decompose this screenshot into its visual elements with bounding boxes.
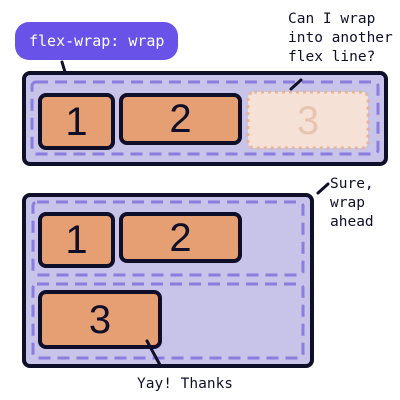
top-item-3-ghost-label: 3 <box>296 99 320 143</box>
bottom-flex-item-1 <box>38 212 115 268</box>
answer-line-2: wrap <box>330 195 365 211</box>
answer-line-1: Sure, <box>330 176 374 192</box>
question-line-3: flex line? <box>288 49 376 65</box>
bottom-flex-item-3 <box>38 290 162 349</box>
pill-leader-line <box>60 60 67 74</box>
top-flex-item-3-ghost <box>246 90 370 150</box>
question-callout-line <box>289 78 303 91</box>
bottom-item-1-label: 1 <box>65 218 88 262</box>
question-line-1: Can I wrap <box>288 11 376 27</box>
flex-wrap-label: flex-wrap: wrap <box>15 22 179 60</box>
bottom-item-3-label: 3 <box>88 298 112 342</box>
top-flex-line <box>30 80 380 156</box>
question-note: Can I wrap into another flex line? <box>288 10 393 67</box>
bottom-item-2-label: 2 <box>169 216 192 260</box>
thanks-callout-line <box>145 339 162 367</box>
top-flex-item-2 <box>119 93 242 145</box>
answer-line-3: ahead <box>330 214 374 230</box>
bottom-flex-item-2 <box>119 212 242 263</box>
answer-callout-line <box>316 182 330 195</box>
top-flex-item-1 <box>38 93 115 150</box>
question-line-2: into another <box>288 30 393 46</box>
answer-note: Sure, wrap ahead <box>330 175 374 232</box>
top-item-1-label: 1 <box>65 100 88 144</box>
thanks-note: Yay! Thanks <box>137 376 234 392</box>
top-item-2-label: 2 <box>169 97 192 141</box>
